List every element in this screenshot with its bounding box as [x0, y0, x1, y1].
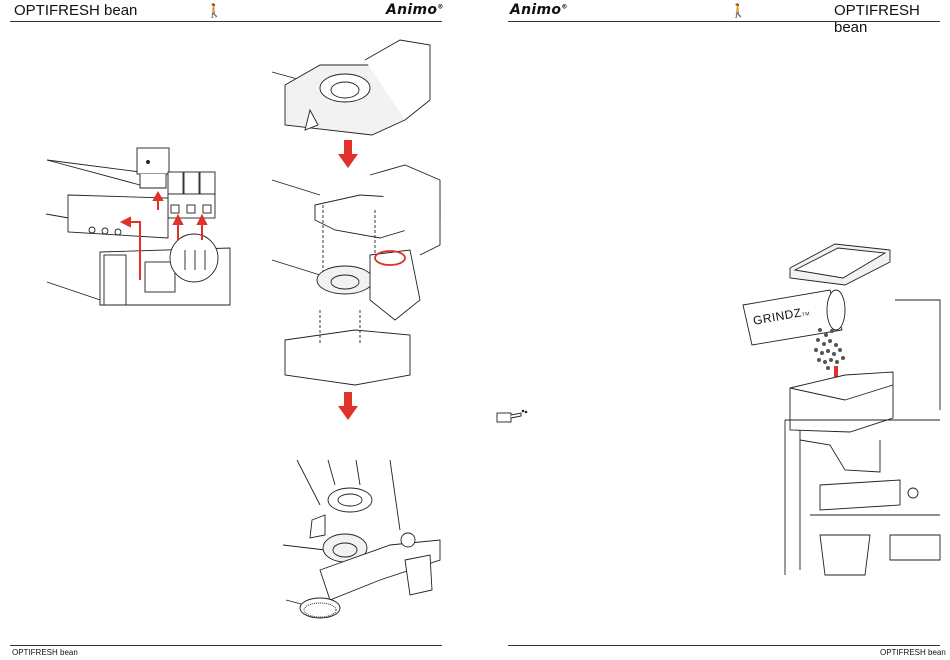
detail-circle — [170, 234, 218, 282]
red-arrow-down — [338, 392, 358, 420]
pointing-hand-icon — [497, 410, 527, 422]
red-arrow-down — [338, 140, 358, 168]
lifted-canister — [137, 148, 169, 174]
canister — [184, 172, 199, 194]
canister — [168, 172, 183, 194]
canister — [200, 172, 215, 194]
grinder-exploded-assembly — [272, 165, 440, 385]
callout-line — [47, 160, 140, 172]
grinder-top-assembly — [272, 40, 430, 135]
callout-line — [47, 160, 140, 185]
burr-disassembly — [283, 460, 440, 618]
bean-hopper — [790, 372, 893, 432]
back-panel — [68, 195, 168, 238]
hopper-filling-diagram — [743, 244, 940, 575]
